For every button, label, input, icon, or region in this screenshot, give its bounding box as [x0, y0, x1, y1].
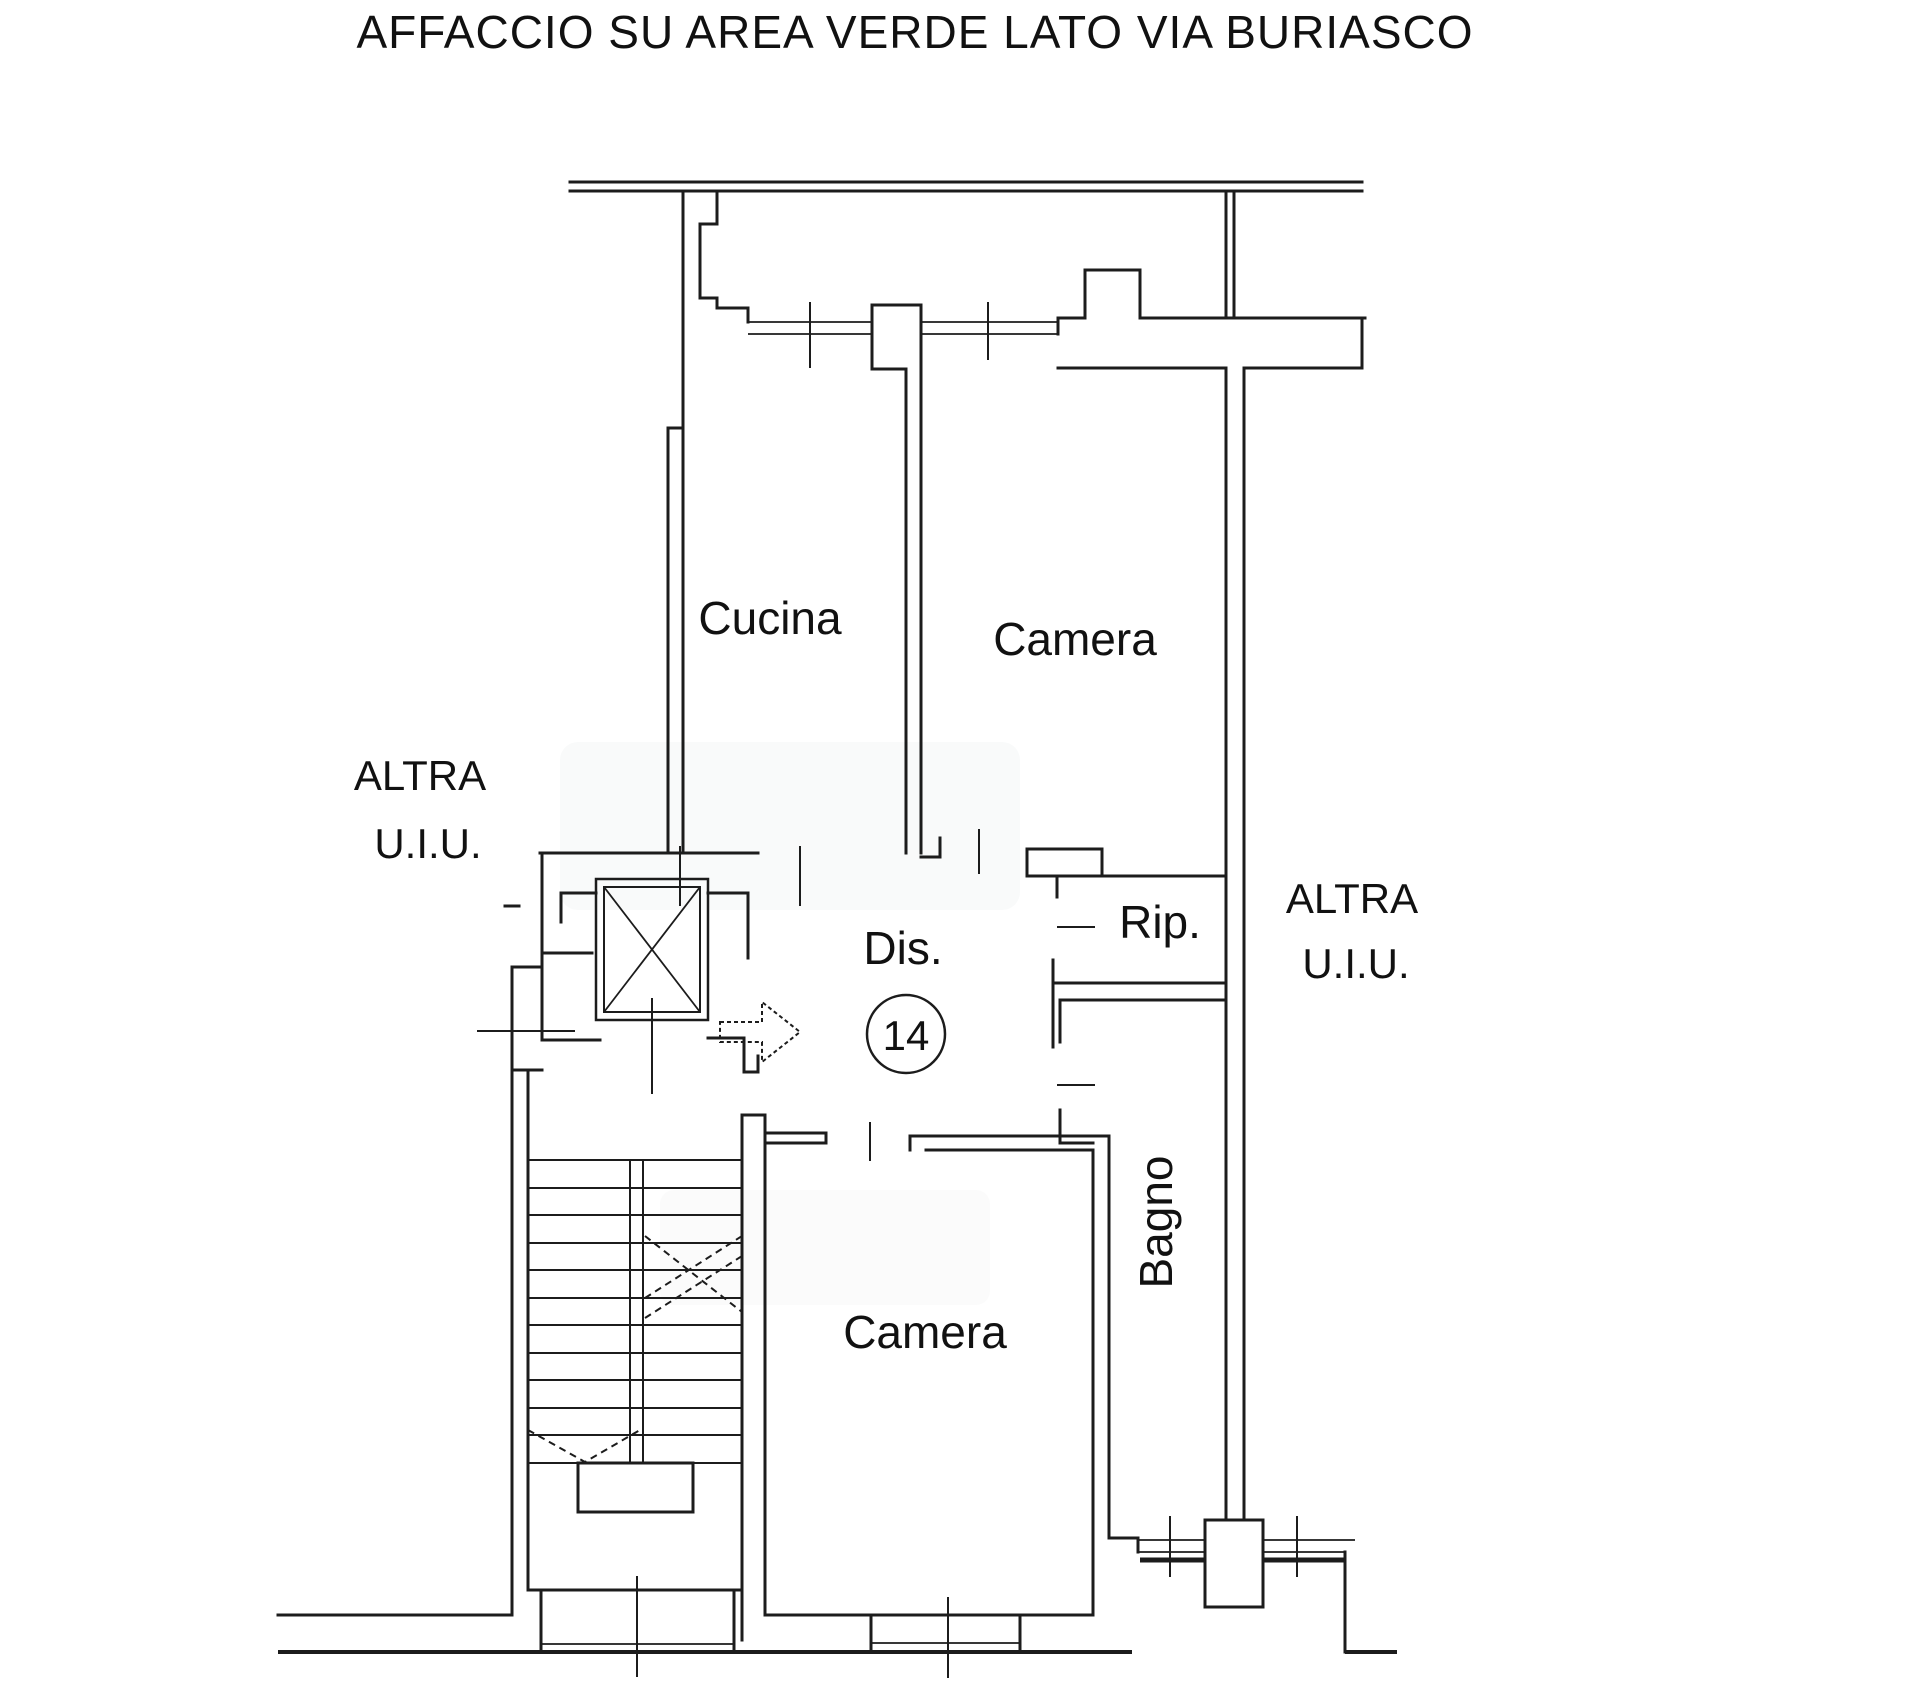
adjacent-unit-left-line1: ALTRA	[354, 752, 486, 799]
room-label-bedroom-top: Camera	[993, 613, 1157, 665]
adjacent-unit-left-line2: U.I.U.	[374, 820, 481, 867]
room-label-bathroom: Bagno	[1130, 1155, 1182, 1288]
unit-number: 14	[883, 1012, 930, 1059]
walls	[276, 180, 1367, 1654]
elevator-icon	[594, 877, 710, 1022]
room-label-hallway: Dis.	[863, 922, 942, 974]
page-title: AFFACCIO SU AREA VERDE LATO VIA BURIASCO	[356, 6, 1473, 58]
room-label-kitchen: Cucina	[698, 592, 842, 644]
room-label-bedroom-bottom: Camera	[843, 1306, 1007, 1358]
window-lines	[541, 321, 1355, 1645]
entrance-arrow-icon	[719, 999, 802, 1065]
room-label-storage: Rip.	[1119, 896, 1201, 948]
opening-ticks	[477, 302, 1298, 1678]
unit-number-badge: 14	[865, 993, 947, 1075]
adjacent-unit-right-line2: U.I.U.	[1302, 940, 1409, 987]
staircase	[528, 1159, 742, 1464]
adjacent-unit-right-line1: ALTRA	[1286, 875, 1418, 922]
stair-direction-arrows	[527, 1235, 743, 1464]
